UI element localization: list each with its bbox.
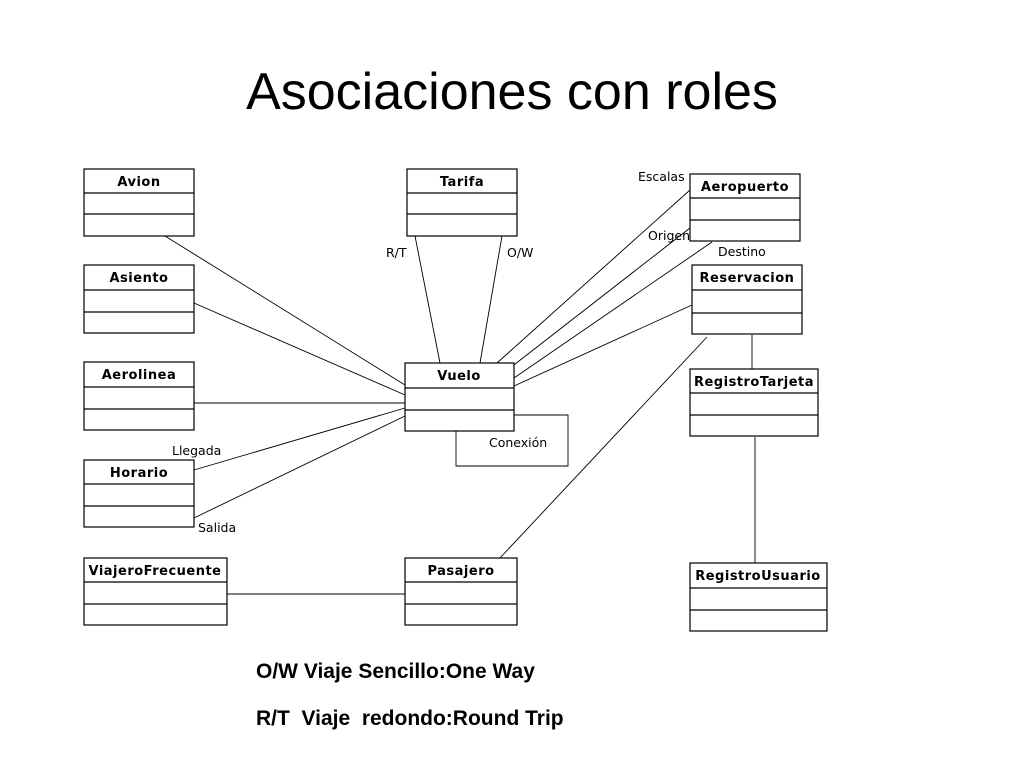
assoc-tarifa-vuelo-rt xyxy=(414,235,441,364)
role-rt-label: R/T xyxy=(386,245,407,260)
role-escalas-label: Escalas xyxy=(638,169,685,184)
class-registro-tarjeta: RegistroTarjeta xyxy=(689,368,819,437)
role-destino-label: Destino xyxy=(718,244,766,259)
class-viajero-frecuente: ViajeroFrecuente xyxy=(83,557,228,626)
assoc-aeropuerto-destino xyxy=(513,241,713,379)
assoc-asiento-vuelo xyxy=(193,302,406,396)
assoc-horario-llegada xyxy=(193,407,406,471)
class-horario: Horario xyxy=(83,459,195,528)
class-name: ViajeroFrecuente xyxy=(88,564,221,579)
class-name: Pasajero xyxy=(427,564,494,579)
class-name: Aerolinea xyxy=(102,368,176,383)
class-name: RegistroTarjeta xyxy=(694,375,814,390)
page-title: Asociaciones con roles xyxy=(246,63,778,121)
class-name: Asiento xyxy=(110,271,169,286)
class-name: Reservacion xyxy=(700,271,795,286)
role-salida-label: Salida xyxy=(198,520,236,535)
class-asiento: Asiento xyxy=(83,264,195,334)
class-name: Tarifa xyxy=(440,175,484,190)
assoc-tarifa-vuelo-ow xyxy=(479,235,503,364)
class-aerolinea: Aerolinea xyxy=(83,361,195,431)
class-pasajero: Pasajero xyxy=(404,557,518,626)
class-name: Horario xyxy=(110,466,168,481)
class-tarifa: Tarifa xyxy=(406,168,518,237)
class-name: Vuelo xyxy=(437,369,481,384)
class-name: Avion xyxy=(117,175,160,190)
class-vuelo: Vuelo xyxy=(404,362,515,432)
associations xyxy=(164,189,756,595)
assoc-reservacion-pasajero xyxy=(499,336,708,559)
assoc-aeropuerto-origen xyxy=(509,227,691,369)
role-llegada-label: Llegada xyxy=(172,443,221,458)
class-reservacion: Reservacion xyxy=(691,264,803,335)
legend-round-trip: R/T Viaje redondo:Round Trip xyxy=(256,707,564,730)
role-ow-label: O/W xyxy=(507,245,533,260)
class-name: RegistroUsuario xyxy=(695,569,821,584)
class-aeropuerto: Aeropuerto xyxy=(689,173,801,242)
assoc-avion-vuelo xyxy=(164,235,406,386)
conexion-label: Conexión xyxy=(489,435,547,450)
legend-one-way: O/W Viaje Sencillo:One Way xyxy=(256,660,535,683)
assoc-reservacion-vuelo xyxy=(513,304,693,387)
assoc-vuelo-conexion xyxy=(455,414,569,467)
class-avion: Avion xyxy=(83,168,195,237)
assoc-aeropuerto-escalas xyxy=(496,189,691,364)
role-origen-label: Origen xyxy=(648,228,690,243)
class-registro-usuario: RegistroUsuario xyxy=(689,562,828,632)
assoc-horario-salida xyxy=(193,415,406,519)
class-name: Aeropuerto xyxy=(701,180,789,195)
